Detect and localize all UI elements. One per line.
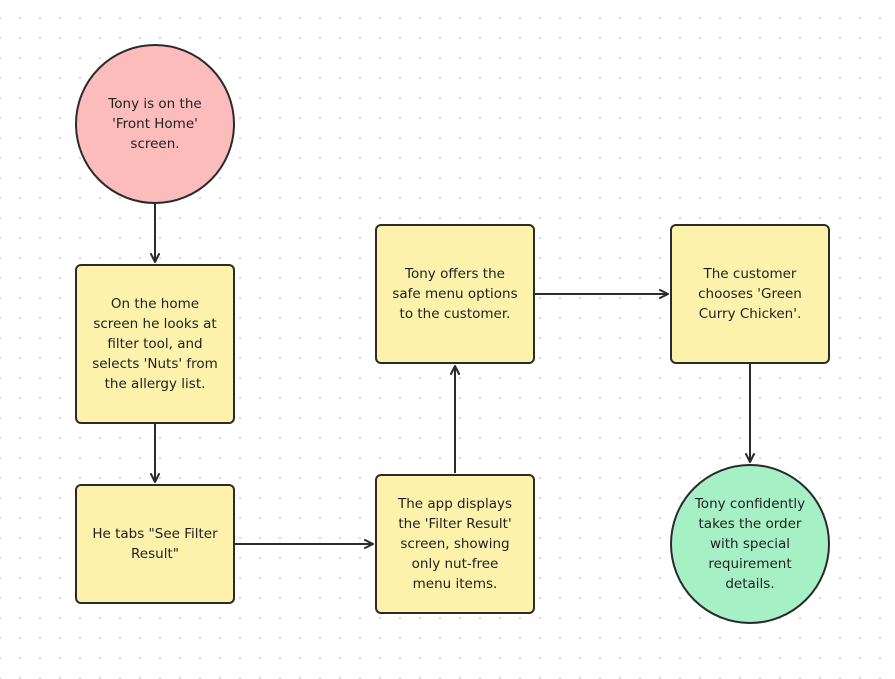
- customer-choice-step-label: The customer chooses 'Green Curry Chicke…: [698, 266, 802, 322]
- filter-result-display-step-label: The app displays the 'Filter Result' scr…: [397, 496, 513, 592]
- filter-selection-step[interactable]: On the home screen he looks at filter to…: [75, 264, 235, 424]
- start-node[interactable]: Tony is on the 'Front Home' screen.: [75, 44, 235, 204]
- see-filter-result-step[interactable]: He tabs "See Filter Result": [75, 484, 235, 604]
- end-node[interactable]: Tony confidently takes the order with sp…: [670, 464, 830, 624]
- offer-safe-options-step[interactable]: Tony offers the safe menu options to the…: [375, 224, 535, 364]
- customer-choice-step[interactable]: The customer chooses 'Green Curry Chicke…: [670, 224, 830, 364]
- filter-result-display-step[interactable]: The app displays the 'Filter Result' scr…: [375, 474, 535, 614]
- offer-safe-options-step-label: Tony offers the safe menu options to the…: [392, 266, 518, 322]
- filter-selection-step-label: On the home screen he looks at filter to…: [92, 296, 218, 392]
- end-node-label: Tony confidently takes the order with sp…: [694, 496, 806, 592]
- start-node-label: Tony is on the 'Front Home' screen.: [108, 96, 202, 152]
- see-filter-result-step-label: He tabs "See Filter Result": [92, 526, 218, 562]
